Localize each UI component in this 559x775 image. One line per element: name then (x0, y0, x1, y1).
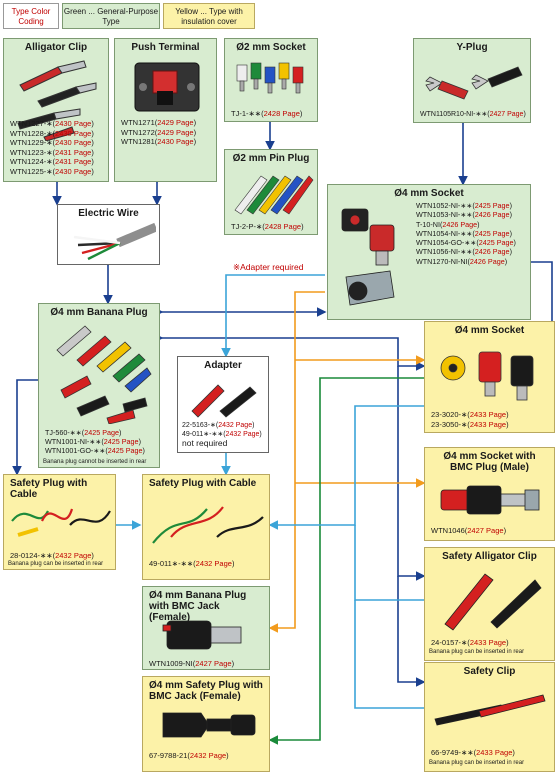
code-line: WTN1270-NI-NI(2426 Page) (416, 256, 508, 266)
code-line: WTN1272(2429 Page) (121, 127, 197, 137)
box-title: Safety Clip (463, 666, 516, 677)
adapter-extra: not required (182, 438, 228, 448)
code-line: 23-3020-∗(2433 Page) (431, 410, 509, 419)
code-line: WTN1001-NI-∗∗(2425 Page) (45, 437, 141, 447)
code-line: WTN1227-∗(2430 Page) (10, 119, 94, 128)
code-line: WTN1271(2429 Page) (121, 118, 197, 127)
safety-clip-box: Safety Clip 66-9749-∗∗(2433 Page) Banana… (424, 662, 555, 772)
box-title: Alligator Clip (24, 42, 88, 53)
banana-plug-4mm-image (56, 325, 152, 424)
code-line: WTN1001-GO-∗∗(2425 Page) (45, 446, 145, 456)
box-title: Safety Plug with Cable (10, 478, 88, 500)
electric-wire-box: Electric Wire (57, 204, 160, 265)
code-line: 49-011∗-∗∗(2432 Page) (149, 559, 235, 568)
code-line: 22-5163-∗(2432 Page) (182, 422, 255, 429)
box-title: Safety Plug with Cable (149, 478, 257, 489)
code-line: WTN1009-NI(2427 Page) (149, 659, 235, 668)
code-line: WTN1228-∗(2430 Page) (10, 128, 94, 138)
pin-plug-2mm-image (234, 175, 314, 215)
legend-green: Green ... General-Purpose Type (62, 3, 160, 29)
safety-alligator-box: Safety Alligator Clip 24-0157-∗(2433 Pag… (424, 547, 555, 661)
code-line: 23-3050-∗(2433 Page) (431, 419, 509, 429)
box-title: Ø4 mm Safety Plug with BMC Jack (Female) (149, 680, 263, 702)
socket-2mm-box: Ø2 mm Socket TJ-1-∗∗(2428 Page) (224, 38, 318, 122)
socket-bnc-box: Ø4 mm Socket with BMC Plug (Male) WTN104… (424, 447, 555, 541)
banana-plug-note: Banana plug cannot be inserted in rear (43, 459, 147, 465)
box-title: Ø4 mm Socket (394, 188, 464, 199)
code-line: TJ-1-∗∗(2428 Page) (231, 109, 303, 118)
safety-plug-cable-mid-image (152, 506, 264, 544)
safety-plug-bmc-jack-image (162, 712, 256, 738)
alligator-clip-image (17, 60, 97, 141)
box-title: Ø2 mm Pin Plug (232, 153, 310, 164)
code-line: WTN1054-NI-∗∗(2425 Page) (416, 228, 512, 238)
pin-plug-2mm-box: Ø2 mm Pin Plug TJ-2-P-∗(2428 Page) (224, 149, 318, 235)
box-title: Safety Alligator Clip (442, 551, 537, 562)
push-terminal-box: Push Terminal WTN1271(2429 Page) WTN1272… (114, 38, 217, 182)
adapter-image (191, 384, 257, 418)
code-line: 66-9749-∗∗(2433 Page) (431, 748, 515, 757)
code-line: WTN1056-NI-∗∗(2426 Page) (416, 247, 512, 257)
push-terminal-image (134, 62, 200, 112)
legend-type-label: Type Color Coding (3, 3, 59, 29)
safety-plug-cable-mid-box: Safety Plug with Cable 49-011∗-∗∗(2432 P… (142, 474, 270, 580)
socket-4mm-yellow-image (440, 351, 534, 401)
box-title: Ø4 mm Banana Plug with BMC Jack (Female) (149, 590, 247, 623)
adapter-required-note: ※Adapter required (233, 262, 304, 272)
safety-alligator-note: Banana plug can be inserted in rear (429, 649, 525, 655)
box-title: Adapter (204, 360, 242, 371)
electric-wire-image (73, 222, 156, 261)
banana-bmc-jack-image (162, 620, 242, 650)
code-line: WTN1052-NI-∗∗(2425 Page) (416, 201, 512, 210)
safety-plug-cable-left-box: Safety Plug with Cable 28-0124-∗∗(2432 P… (3, 474, 116, 570)
box-title: Y-Plug (456, 42, 488, 53)
banana-bmc-jack-box: Ø4 mm Banana Plug with BMC Jack (Female)… (142, 586, 270, 670)
code-line: WTN1053-NI-∗∗(2426 Page) (416, 210, 512, 220)
y-plug-image (425, 66, 523, 100)
safety-plug-bmc-jack-box: Ø4 mm Safety Plug with BMC Jack (Female)… (142, 676, 270, 772)
socket-4mm-yellow-box: Ø4 mm Socket 23-3020-∗(2433 Page) 23-305… (424, 321, 555, 433)
code-line: TJ-2-P-∗(2428 Page) (231, 222, 304, 231)
code-line: 67-9788-21(2432 Page) (149, 751, 229, 760)
box-title: Push Terminal (131, 42, 200, 53)
alligator-clip-box: Alligator Clip WTN1227-∗(2430 Page) WTN1… (3, 38, 109, 182)
code-line: 49-011∗-∗∗(2432 Page) (182, 431, 262, 438)
code-line: WTN1225-∗(2430 Page) (10, 166, 94, 176)
box-title: Ø2 mm Socket (236, 42, 306, 53)
safety-plug-cable-left-image (11, 508, 111, 537)
code-line: 28-0124-∗∗(2432 Page) (10, 551, 94, 560)
box-title: Ø4 mm Banana Plug (50, 307, 148, 318)
code-line: 24-0157-∗(2433 Page) (431, 638, 509, 647)
code-line: WTN1105R10-NI-∗∗(2427 Page) (420, 111, 526, 118)
box-title: Ø4 mm Socket (454, 325, 525, 336)
code-line: T-10-NI(2426 Page) (416, 219, 480, 229)
box-title: Ø4 mm Socket with BMC Plug (Male) (443, 451, 536, 473)
socket-2mm-image (236, 62, 304, 94)
code-line: TJ-560-∗∗(2425 Page) (45, 428, 122, 437)
box-title: Electric Wire (78, 208, 139, 219)
safety-clip-note: Banana plug can be inserted in rear (429, 760, 525, 766)
socket-4mm-green-image (341, 208, 395, 306)
socket-bnc-image (440, 485, 540, 515)
code-line: WTN1054-GO-∗∗(2425 Page) (416, 238, 516, 248)
code-line: WTN1229-∗(2430 Page) (10, 138, 94, 148)
socket-4mm-green-box: Ø4 mm Socket WTN1052-NI-∗∗(2425 Page) WT… (327, 184, 531, 320)
banana-plug-4mm-box: Ø4 mm Banana Plug TJ-560-∗∗(2425 Page) W… (38, 303, 160, 468)
code-line: WTN1046(2427 Page) (431, 526, 507, 535)
safety-clip-image (434, 694, 546, 726)
code-line: WTN1281(2430 Page) (121, 137, 197, 147)
y-plug-box: Y-Plug WTN1105R10-NI-∗∗(2427 Page) (413, 38, 531, 123)
adapter-box: Adapter 22-5163-∗(2432 Page) 49-011∗-∗∗(… (177, 356, 269, 453)
legend-yellow: Yellow ... Type with insulation cover (163, 3, 255, 29)
code-line: WTN1223-∗(2431 Page) (10, 147, 94, 157)
code-line: WTN1224-∗(2431 Page) (10, 157, 94, 167)
safety-alligator-image (444, 573, 542, 631)
safety-plug-cable-left-note: Banana plug can be inserted in rear (8, 561, 104, 567)
